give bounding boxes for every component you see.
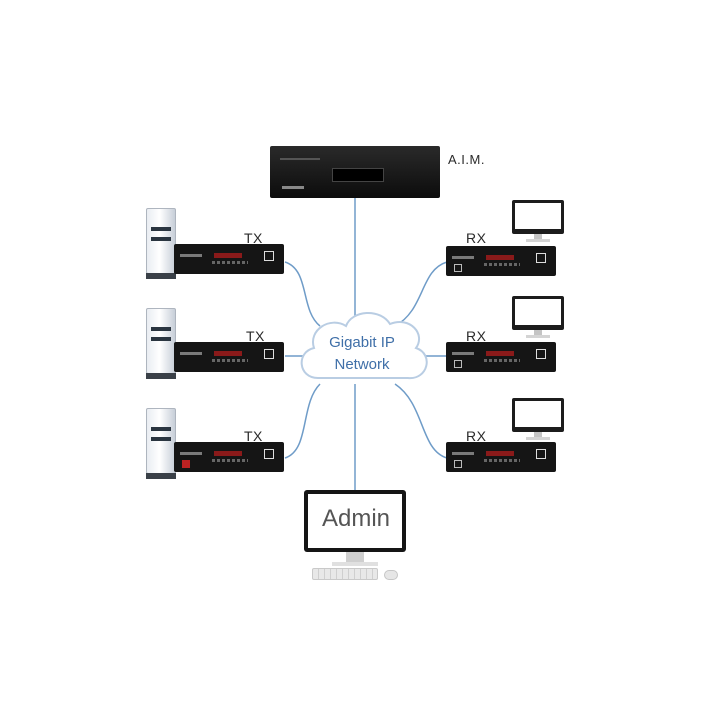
cable-rx1 [394,261,448,327]
cable-tx1 [284,261,321,327]
monitor-base [332,562,378,566]
tx-label: TX [246,328,265,344]
receiver-icon [446,246,556,276]
receiver-icon [446,442,556,472]
aim-label: A.I.M. [448,152,485,167]
pc-tower-icon [146,208,176,279]
monitor-icon [512,296,564,338]
mouse-icon [384,570,398,580]
pc-tower-icon [146,408,176,479]
tx-label: TX [244,230,263,246]
rx-label: RX [466,428,487,444]
pc-tower-icon [146,308,176,379]
cable-tx3 [284,383,321,459]
admin-label: Admin [321,505,391,532]
tx-label: TX [244,428,263,444]
receiver-icon [446,342,556,372]
monitor-stand [346,552,364,562]
admin-monitor-icon [304,490,406,552]
keyboard-icon [312,568,378,580]
rx-label: RX [466,328,487,344]
monitor-icon [512,200,564,242]
transmitter-icon [174,342,284,372]
transmitter-icon [174,244,284,274]
monitor-icon [512,398,564,440]
transmitter-icon [174,442,284,472]
cloud-icon [300,311,428,380]
network-label-line2: Network [334,356,390,373]
rx-label: RX [466,230,487,246]
aim-server-icon [270,146,440,198]
cable-rx3 [394,383,448,459]
network-label-line1: Gigabit IP [329,334,395,351]
